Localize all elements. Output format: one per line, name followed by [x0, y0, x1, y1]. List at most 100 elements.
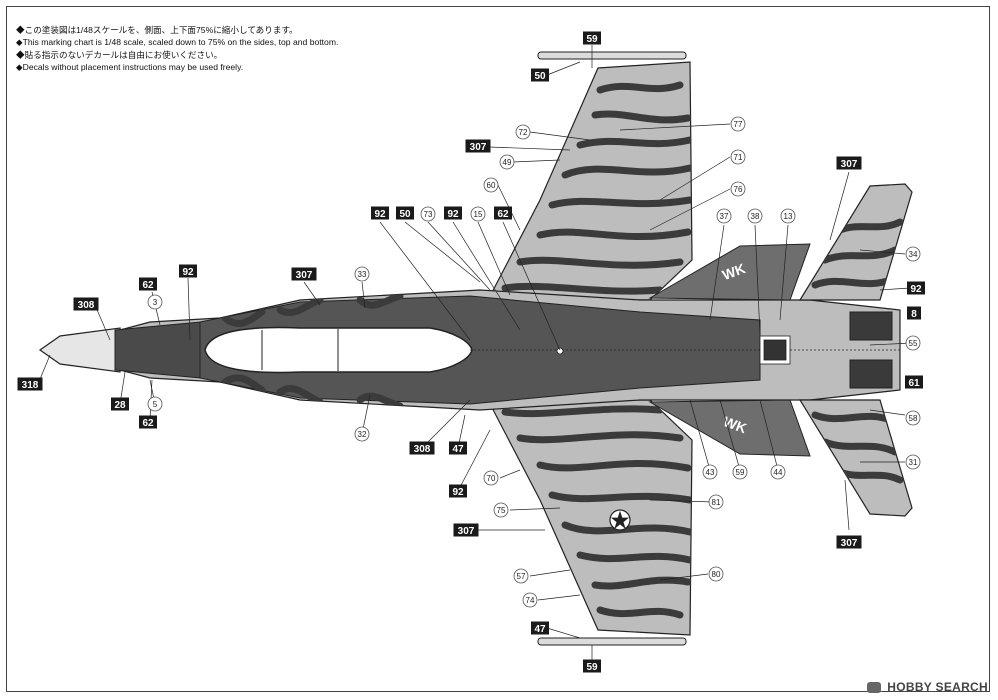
- decal-callout-label: 62: [142, 418, 154, 429]
- decal-callout-label: 5: [153, 400, 158, 409]
- decal-callout-label: 62: [142, 280, 154, 291]
- decal-callout-circle: 74: [522, 592, 538, 608]
- decal-callout-box: 92: [444, 206, 462, 220]
- decal-callout-label: 28: [114, 400, 126, 411]
- decal-callout-circle: 80: [708, 566, 724, 582]
- decal-callout-box: 28: [111, 397, 129, 411]
- decal-callout-label: 76: [734, 185, 743, 194]
- decal-callout-label: 55: [909, 339, 918, 348]
- decal-callout-label: 318: [22, 380, 39, 391]
- decal-callout-circle: 15: [470, 206, 486, 222]
- decal-callout-circle: 3: [147, 294, 163, 310]
- decal-callout-label: 92: [447, 209, 459, 220]
- decal-callout-circle: 57: [513, 568, 529, 584]
- decal-callout-label: 81: [712, 498, 721, 507]
- decal-callout-label: 13: [784, 212, 793, 221]
- decal-callout-label: 307: [296, 270, 313, 281]
- note-en-scale: ◆This marking chart is 1/48 scale, scale…: [16, 37, 339, 48]
- decal-callout-circle: 31: [905, 454, 921, 470]
- tail-code-right: WK: [721, 413, 748, 436]
- decal-callout-circle: 32: [354, 426, 370, 442]
- decal-callout-box: 62: [494, 206, 512, 220]
- decal-callout-label: 73: [424, 210, 433, 219]
- decal-callout-label: 33: [358, 270, 367, 279]
- decal-callout-circle: 13: [780, 208, 796, 224]
- decal-callout-circle: 43: [702, 464, 718, 480]
- aircraft-silhouette: [38, 51, 913, 646]
- decal-callout-label: 74: [526, 596, 535, 605]
- decal-callout-label: 49: [503, 158, 512, 167]
- decal-callout-label: 308: [78, 300, 95, 311]
- decal-callout-box: 307: [836, 535, 862, 549]
- decal-callout-circle: 33: [354, 266, 370, 282]
- decal-callout-label: 71: [734, 153, 743, 162]
- decal-callout-box: 62: [139, 415, 157, 429]
- decal-callout-label: 3: [153, 298, 158, 307]
- tiger-stripes: [221, 81, 904, 619]
- decal-callout-label: 8: [911, 309, 917, 320]
- decal-callout-box: 92: [179, 264, 197, 278]
- decal-callout-label: 50: [534, 71, 546, 82]
- decal-callout-label: 58: [909, 414, 918, 423]
- decal-callout-circle: 70: [483, 470, 499, 486]
- decal-callout-label: 38: [751, 212, 760, 221]
- decal-callout-label: 307: [841, 159, 858, 170]
- decal-callout-label: 59: [586, 662, 598, 673]
- decal-callout-label: 60: [487, 181, 496, 190]
- decal-callout-circle: 49: [499, 154, 515, 170]
- decal-callout-label: 77: [734, 120, 743, 129]
- decal-callout-label: 92: [452, 487, 464, 498]
- decal-callout-circle: 38: [747, 208, 763, 224]
- decal-callout-label: 307: [470, 142, 487, 153]
- decal-callout-box: 307: [465, 139, 491, 153]
- decal-callout-label: 92: [374, 209, 386, 220]
- note-jp-decals: ◆貼る指示のないデカールは自由にお使いください。: [16, 49, 223, 60]
- decal-callout-box: 59: [583, 659, 601, 673]
- decal-callout-circle: 37: [716, 208, 732, 224]
- decal-callout-label: 43: [706, 468, 715, 477]
- decal-callout-box: 59: [583, 31, 601, 45]
- decal-callout-circle: 34: [905, 246, 921, 262]
- decal-callout-circle: 77: [730, 116, 746, 132]
- decal-callout-label: 59: [736, 468, 745, 477]
- decal-callout-box: 92: [371, 206, 389, 220]
- decal-callout-label: 50: [399, 209, 411, 220]
- aircraft-details: [470, 335, 900, 531]
- decal-callout-box: 47: [531, 621, 549, 635]
- decal-callout-label: 47: [452, 444, 464, 455]
- decal-callout-circle: 75: [493, 502, 509, 518]
- decal-callout-label: 307: [841, 538, 858, 549]
- leader-lines: [37, 45, 913, 660]
- aircraft-lettering: WK WK: [720, 260, 749, 436]
- decal-callout-circle: 81: [708, 494, 724, 510]
- decal-callout-circle: 71: [730, 149, 746, 165]
- decal-callout-box: 50: [531, 68, 549, 82]
- decal-callout-box: 8: [907, 306, 921, 320]
- sheet-border: [6, 6, 990, 692]
- decal-callout-box: 307: [453, 523, 479, 537]
- decal-callout-box: 92: [907, 281, 925, 295]
- watermark: HOBBY SEARCH: [866, 680, 988, 694]
- decal-callout-label: 44: [774, 468, 783, 477]
- decal-callout-circle: 73: [420, 206, 436, 222]
- note-en-decals: ◆Decals without placement instructions m…: [16, 62, 244, 73]
- decal-callout-label: 92: [910, 284, 922, 295]
- decal-callout-circle: 60: [483, 177, 499, 193]
- decal-callout-label: 15: [474, 210, 483, 219]
- decal-callout-box: 308: [409, 441, 435, 455]
- decal-callout-label: 37: [720, 212, 729, 221]
- decal-callout-label: 57: [517, 572, 526, 581]
- decal-callout-box: 47: [449, 441, 467, 455]
- decal-callout-circle: 76: [730, 181, 746, 197]
- decal-callout-box: 50: [396, 206, 414, 220]
- tail-code-left: WK: [720, 260, 747, 283]
- decal-callout-label: 308: [414, 444, 431, 455]
- decal-callout-box: 92: [449, 484, 467, 498]
- decal-callout-label: 75: [497, 506, 506, 515]
- decal-callout-label: 62: [497, 209, 509, 220]
- decal-callout-box: 308: [73, 297, 99, 311]
- decal-callout-box: 307: [836, 156, 862, 170]
